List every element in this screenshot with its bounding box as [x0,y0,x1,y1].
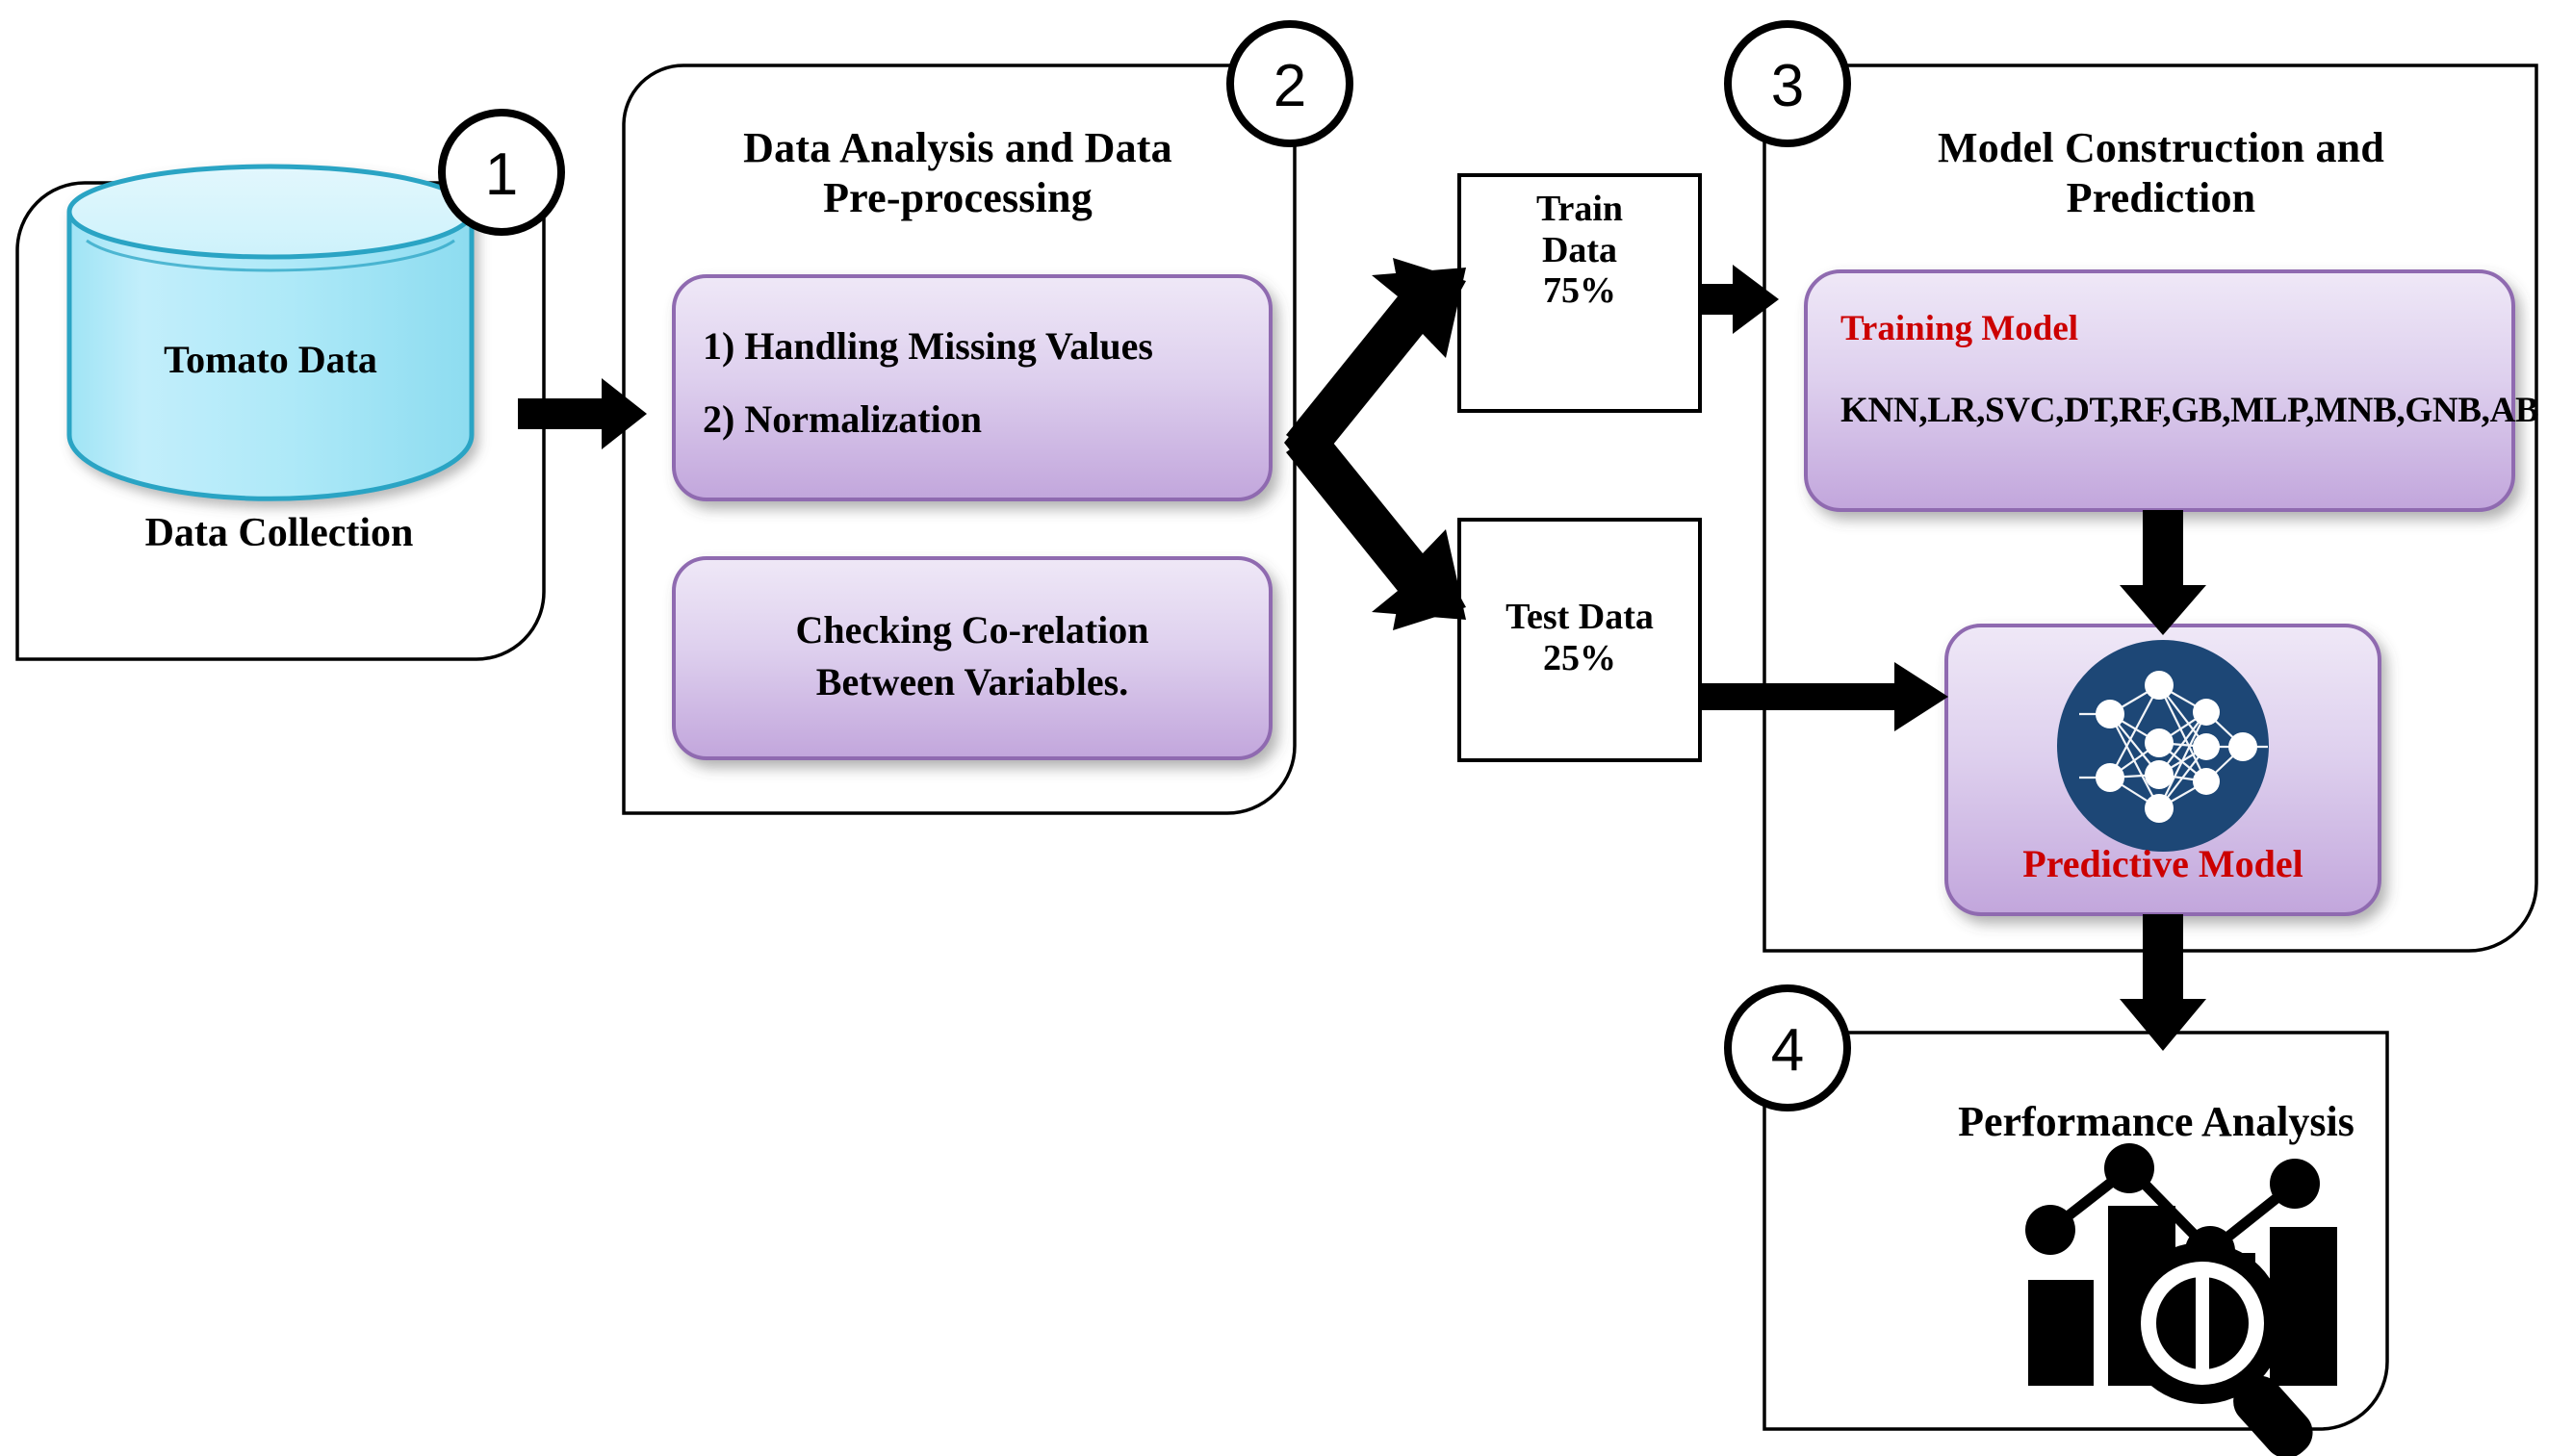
train-data-box [1457,173,1702,413]
arrow-split-to-train [1286,268,1466,460]
arrow-split-to-test [1286,427,1466,620]
stage-2-container [622,64,1297,815]
training-model-heading: Training Model [1840,309,2079,348]
correlation-card [672,556,1273,760]
arrow-training-to-predictive [2120,510,2206,635]
stage-1-title: Data Collection [144,511,414,555]
stage-2-title: Data Analysis and Data Pre-processing [743,124,1172,221]
predictive-model-label: Predictive Model [2022,842,2303,885]
tomato-data-cylinder [66,164,475,501]
train-data-label: Train Data 75% [1535,189,1624,312]
stage-1-container [15,181,546,661]
stage-4-title: Performance Analysis [1958,1098,2354,1145]
preprocessing-steps-text: 1) Handling Missing Values 2) Normalizat… [703,324,1153,441]
neural-network-icon [2057,640,2269,852]
test-data-label: Test Data 25% [1505,597,1654,678]
arrow-collection-to-preprocessing [518,378,647,449]
stage-3-title: Model Construction and Prediction [1938,124,2384,221]
correlation-text: Checking Co-relation Between Variables. [795,608,1149,703]
stage-badge-4 [1724,984,1851,1111]
cylinder-label: Tomato Data [164,338,377,381]
training-model-list: KNN,LR,SVC,DT,RF,GB,MLP,MNB,GNB,AB [1840,391,2539,430]
arrow-predictive-to-performance [2120,914,2206,1051]
bar-chart-magnifier-icon [2025,1143,2337,1456]
arrow-train-to-training-model [1702,265,1779,334]
stage-badge-3 [1724,20,1851,147]
test-data-box [1457,518,1702,762]
stage-badge-2 [1226,20,1353,147]
arrow-test-to-predictive-model [1702,662,1948,731]
preprocessing-steps-card [672,274,1273,501]
stage-badge-1 [438,109,565,236]
